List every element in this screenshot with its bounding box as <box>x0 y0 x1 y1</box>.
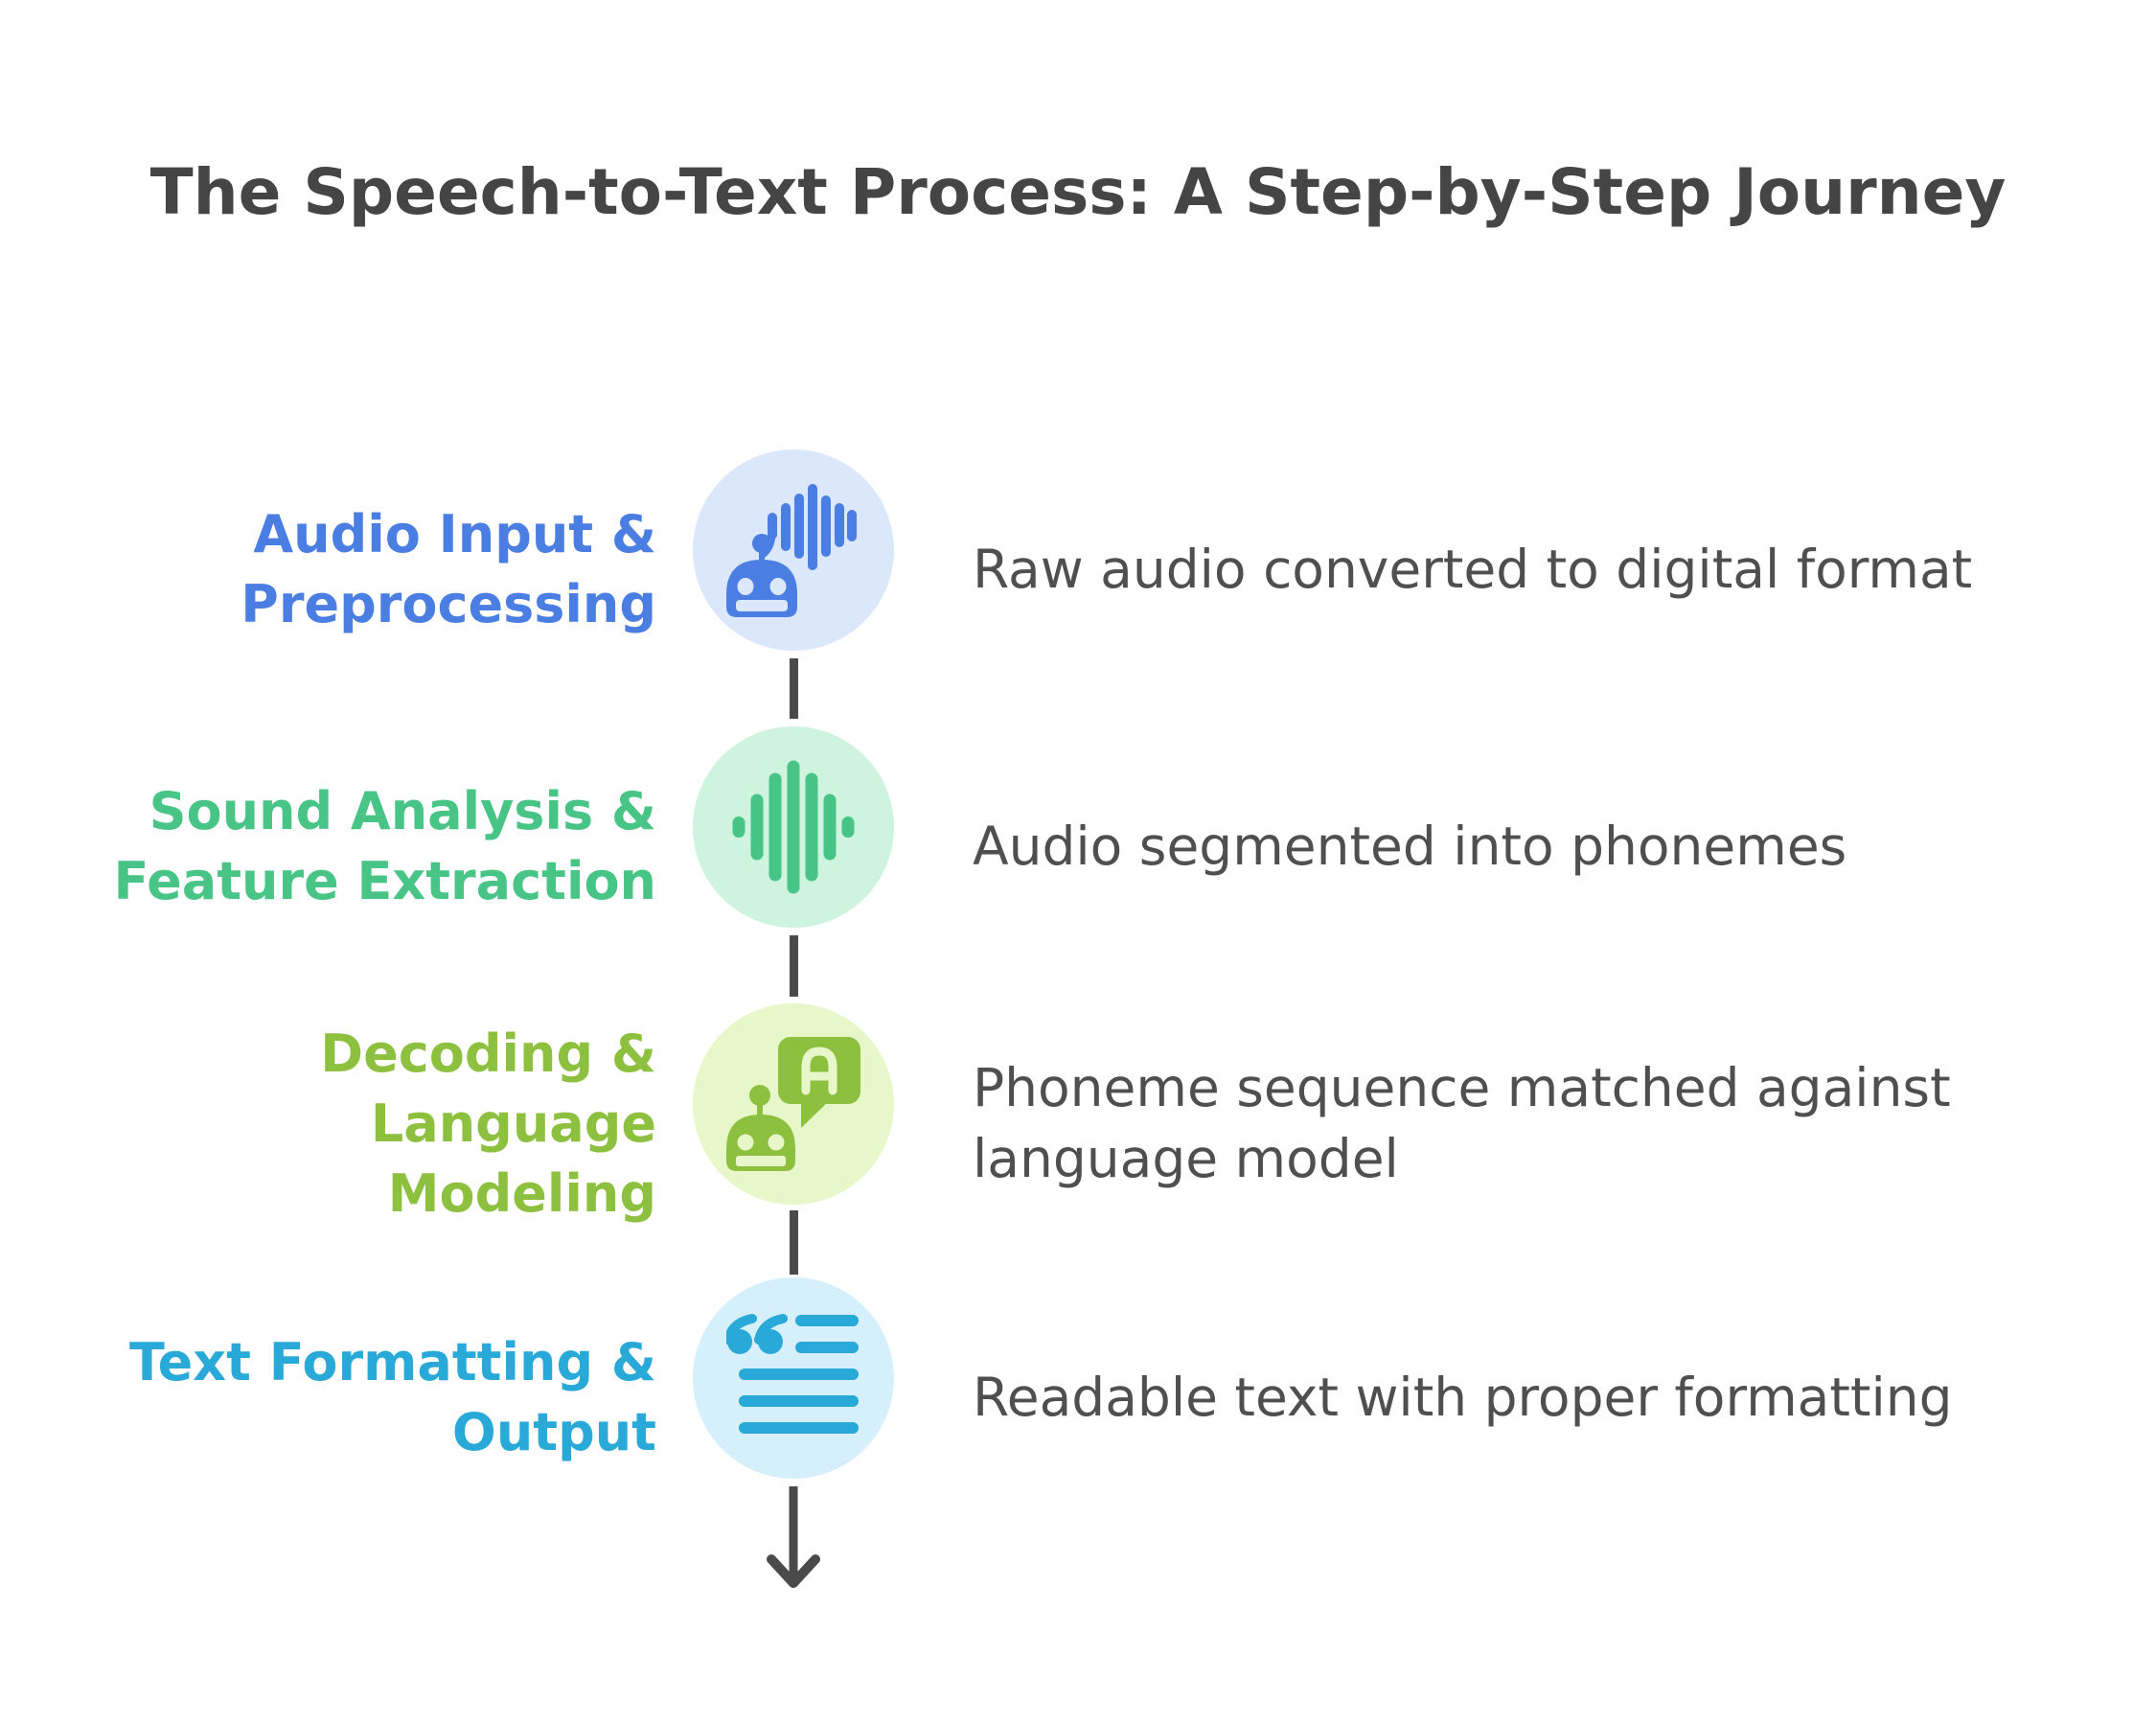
step-2-label: Sound Analysis & Feature Extraction <box>0 741 656 952</box>
step-1-description: Raw audio converted to digital format <box>973 539 1973 600</box>
step-2-label-line-1: Sound Analysis & <box>149 781 656 841</box>
step-4-label: Text Formatting & Output <box>0 1292 656 1503</box>
step-3-circle <box>693 1003 894 1205</box>
step-4-circle <box>693 1277 894 1479</box>
step-4-description: Readable text with proper formatting <box>973 1367 1953 1428</box>
step-3-label: Decoding & Language Modeling <box>0 1018 656 1229</box>
step-4-label-line-1: Text Formatting & <box>129 1332 656 1392</box>
flow-arrow-icon <box>767 1486 820 1588</box>
step-1-label-line-2: Preprocessing <box>241 574 656 634</box>
connector-line-2 <box>790 935 798 997</box>
step-2-description: Audio segmented into phonemes <box>973 816 1847 877</box>
step-1-label-line-1: Audio Input & <box>253 504 656 564</box>
step-3-label-line-3: Modeling <box>387 1162 656 1224</box>
connector-line-3 <box>790 1210 798 1275</box>
step-2-circle <box>693 726 894 928</box>
robot-audio-waveform-icon <box>726 484 857 617</box>
step-3-label-line-2: Language <box>370 1092 656 1154</box>
step-4-label-line-2: Output <box>451 1402 656 1462</box>
page-title: The Speech-to-Text Process: A Step-by-St… <box>149 155 2007 229</box>
connector-line-1 <box>790 658 798 719</box>
step-3-label-line-1: Decoding & <box>320 1023 656 1084</box>
quote-text-lines-icon <box>726 1314 859 1434</box>
step-1-label: Audio Input & Preprocessing <box>0 464 656 675</box>
robot-speech-bubble-icon <box>726 1037 860 1171</box>
step-1-circle <box>693 449 894 651</box>
step-3-description: Phoneme sequence matched against languag… <box>973 1057 1951 1189</box>
sound-waveform-icon <box>732 760 855 894</box>
step-2-label-line-2: Feature Extraction <box>113 851 656 911</box>
